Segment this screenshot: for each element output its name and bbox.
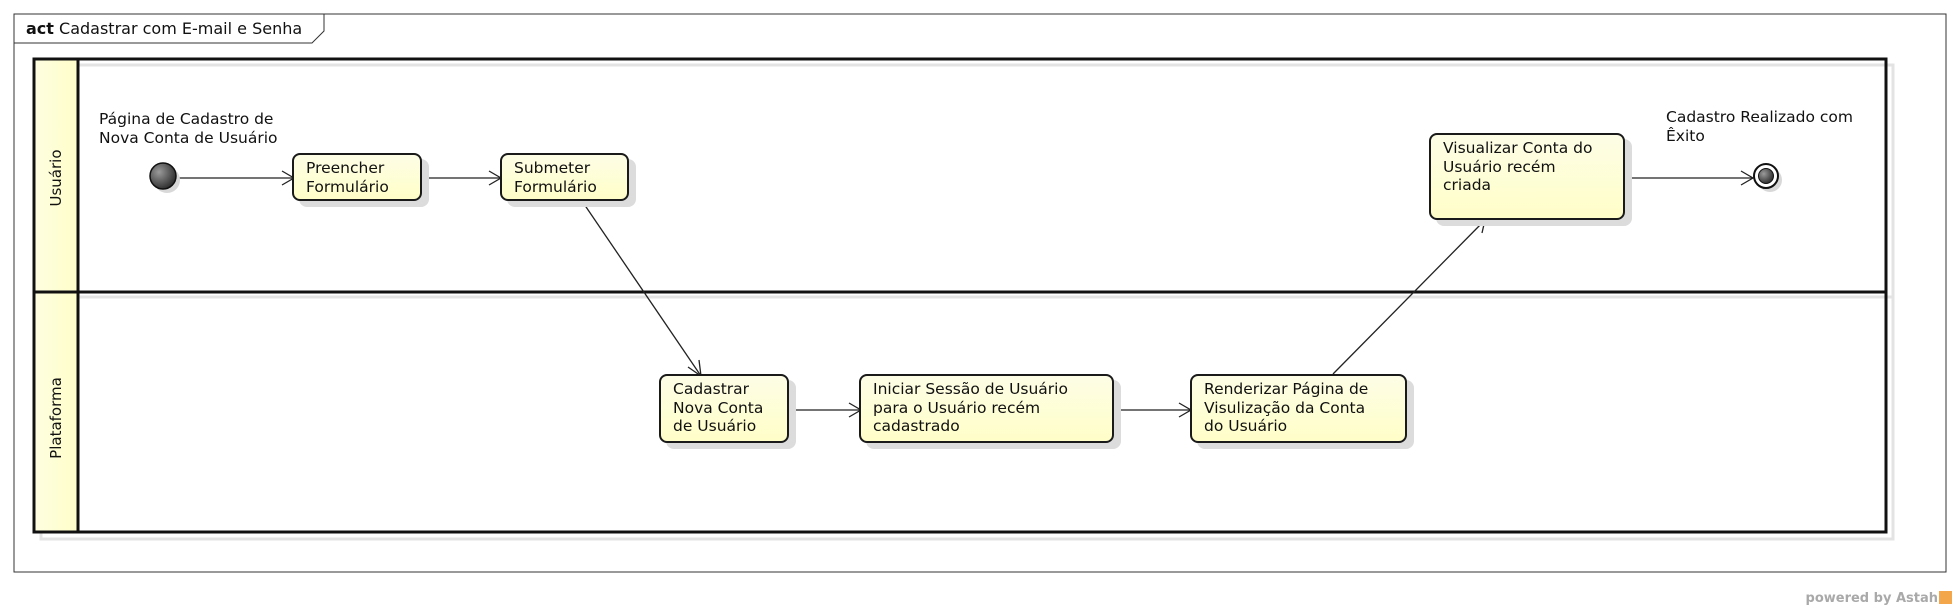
powered-by-watermark: powered by Astah (1806, 591, 1952, 606)
action-renderizar-pagina[interactable]: Renderizar Página de Visulização da Cont… (1190, 374, 1407, 443)
action-iniciar-sessao[interactable]: Iniciar Sessão de Usuário para o Usuário… (859, 374, 1114, 443)
frame-title-text: Cadastrar com E-mail e Senha (59, 19, 303, 38)
action-cadastrar-nova-conta[interactable]: Cadastrar Nova Conta de Usuário (659, 374, 789, 443)
astah-logo-icon (1939, 591, 1952, 604)
swimlane-border (32, 57, 1888, 534)
initial-node (149, 162, 177, 190)
lane-label-usuario: Usuário (47, 149, 65, 207)
diagram-frame (13, 13, 1947, 573)
frame-title: act Cadastrar com E-mail e Senha (26, 19, 302, 38)
lane-header-usuario (34, 59, 78, 292)
flow-renderizar-to-visualizar (1332, 219, 1486, 375)
frame-title-tab (14, 14, 325, 44)
action-visualizar-conta[interactable]: Visualizar Conta do Usuário recém criada (1429, 133, 1625, 220)
end-node-label: Cadastro Realizado com Êxito (1666, 108, 1853, 145)
frame-keyword: act (26, 19, 54, 38)
action-submeter-formulario[interactable]: Submeter Formulário (500, 153, 629, 201)
start-node-label: Página de Cadastro de Nova Conta de Usuá… (99, 110, 278, 147)
flow-submeter-to-cadastrar (581, 200, 702, 377)
watermark-text: powered by Astah (1805, 591, 1938, 606)
action-preencher-formulario[interactable]: Preencher Formulário (292, 153, 422, 201)
lane-label-plataforma: Plataforma (47, 377, 65, 459)
lane-header-plataforma (34, 293, 78, 531)
arrowhead (1740, 170, 1755, 186)
arrowhead (1471, 219, 1486, 234)
final-node-core (1758, 168, 1774, 184)
